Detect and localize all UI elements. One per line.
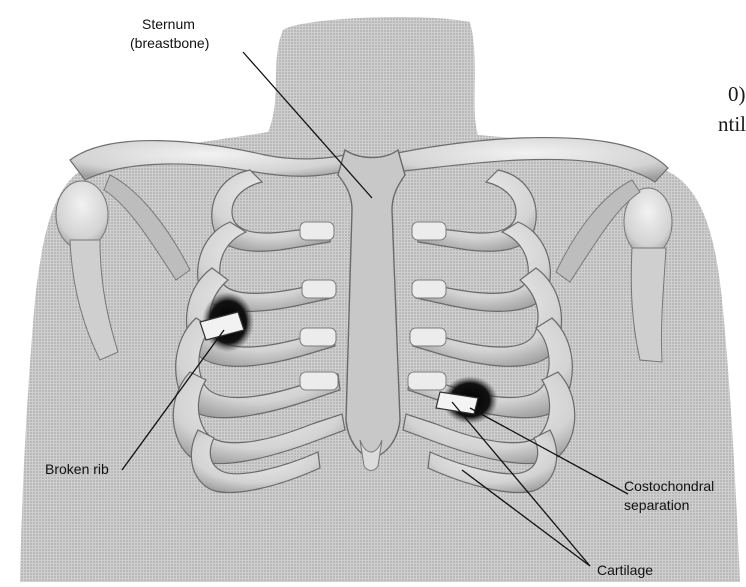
costochondral-label-line2: separation: [624, 497, 689, 514]
sternum-label-line1: Sternum: [142, 16, 195, 33]
broken-rib-label: Broken rib: [45, 461, 109, 478]
cropped-page-text-1: 0): [728, 82, 746, 106]
cartilage-label: Cartilage: [597, 562, 653, 579]
cropped-page-text-2: ntil: [718, 112, 746, 136]
costochondral-label-line1: Costochondral: [624, 478, 714, 495]
sternum-label-line2: (breastbone): [130, 35, 209, 52]
